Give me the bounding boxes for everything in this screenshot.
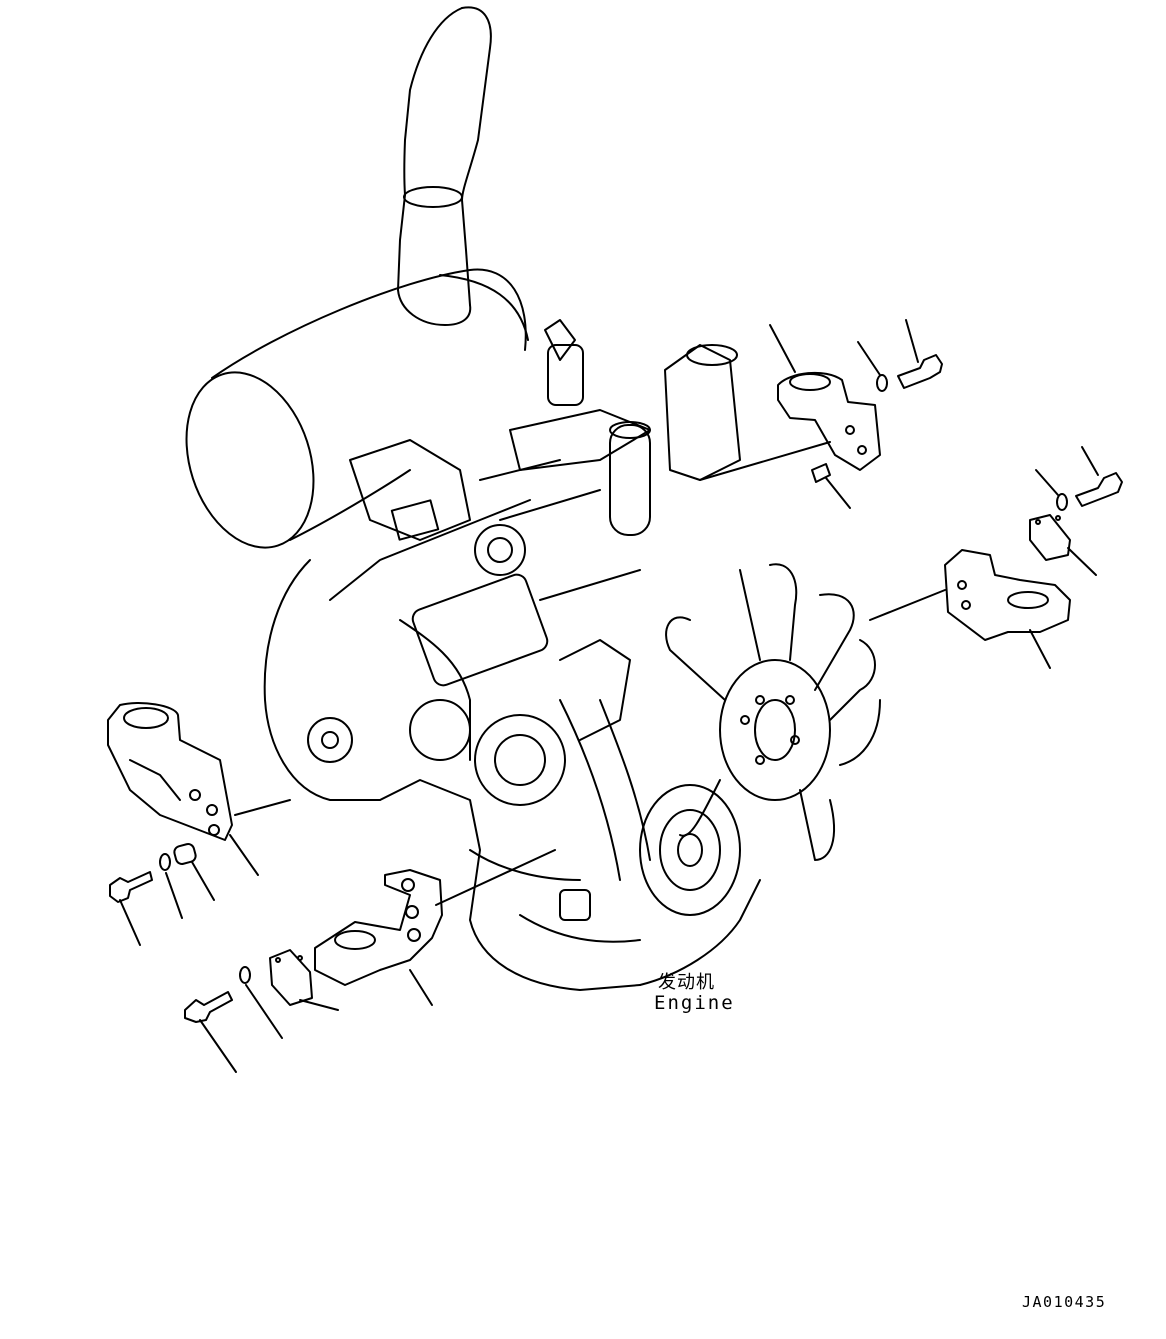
front-right-plate-hardware bbox=[185, 950, 338, 1072]
engine-label-chinese: 发动机 bbox=[658, 972, 715, 993]
rear-right-upper-hardware bbox=[858, 320, 942, 391]
engine-label-english: Engine bbox=[654, 992, 735, 1014]
crank-pulley bbox=[640, 785, 740, 915]
left-bolt-washer-spacer bbox=[110, 843, 214, 945]
front-left-mount-bracket bbox=[108, 703, 290, 875]
rear-right-lower-bracket bbox=[870, 550, 1070, 668]
rear-right-upper-bracket bbox=[700, 325, 880, 508]
drawing-number: JA010435 bbox=[1022, 1293, 1107, 1311]
engine-block bbox=[265, 320, 760, 990]
cooling-fan bbox=[666, 564, 880, 860]
muffler bbox=[165, 270, 528, 565]
rear-right-plate-hardware bbox=[1030, 447, 1122, 575]
exhaust-pipe bbox=[398, 7, 491, 325]
front-right-mount-bracket bbox=[315, 850, 555, 1005]
